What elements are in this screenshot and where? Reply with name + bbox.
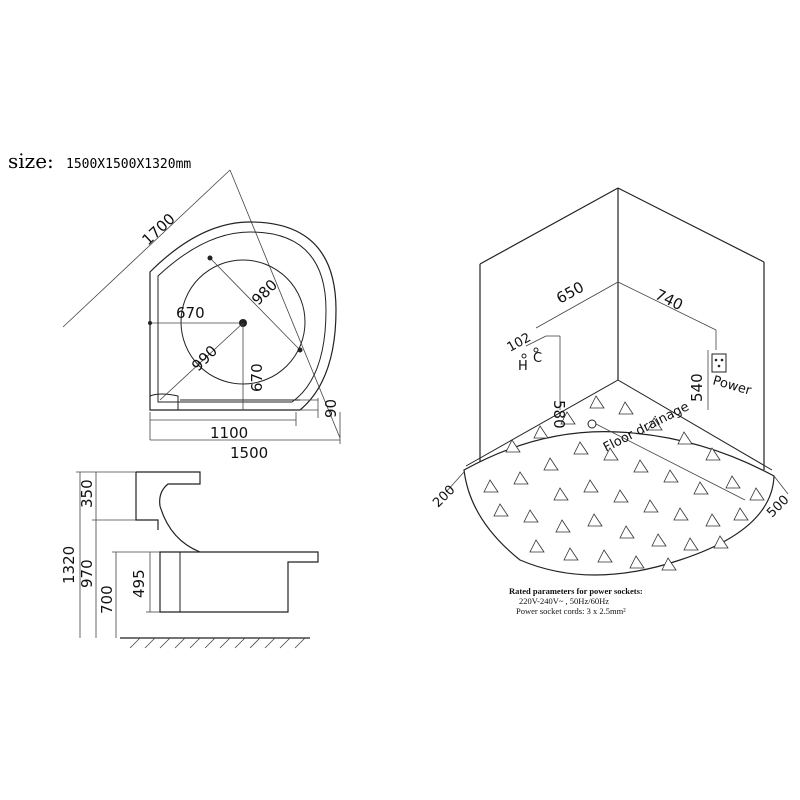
notes-heading: Rated parameters for power sockets: <box>509 586 643 596</box>
dim-540: 540 <box>688 373 706 402</box>
dim-580: 580 <box>550 400 568 429</box>
size-value: 1500X1500X1320mm <box>66 157 191 172</box>
backrest-left <box>135 472 159 530</box>
dim-495: 495 <box>130 569 148 598</box>
drain-line <box>595 423 746 501</box>
dim-650-line <box>535 281 619 329</box>
cold-pipe-icon <box>533 347 539 353</box>
dim-740: 740 <box>652 285 686 314</box>
dim-980-line <box>209 257 301 351</box>
dim-200-line <box>445 471 465 493</box>
hot-pipe-icon <box>521 353 527 359</box>
left-wall-top <box>479 187 619 265</box>
power-label: Power <box>711 373 754 398</box>
dim-1500: 1500 <box>230 444 268 462</box>
plan-view: 1700 980 670 670 990 90 <box>62 169 341 462</box>
notes-cords: Power socket cords: 3 x 2.5mm² <box>516 606 626 616</box>
dim-970: 970 <box>78 559 96 588</box>
side-view: 1320 350 970 700 495 <box>60 471 319 649</box>
floor-tray <box>463 431 775 576</box>
floor-hatch <box>129 637 306 649</box>
dim-90: 90 <box>322 399 340 418</box>
dim-500-line <box>773 475 789 495</box>
notes-voltage: 220V-240V~ , 50Hz/60Hz <box>519 596 609 606</box>
dim-740-line <box>617 281 717 331</box>
diagonal-dim-line <box>62 169 231 328</box>
seat-step <box>149 393 179 410</box>
dim-1700: 1700 <box>138 210 178 249</box>
dim-102: 102 <box>505 330 534 355</box>
floor-left-edge <box>465 379 619 467</box>
dim-102-line <box>525 335 547 347</box>
hot-label: H <box>518 359 528 374</box>
tray-pattern <box>483 395 765 571</box>
floor-drain <box>587 419 597 429</box>
diagonal-dim-line-2 <box>229 169 341 439</box>
cold-label: C <box>533 351 542 366</box>
dim-670-horizontal: 670 <box>176 304 205 322</box>
tub-outline <box>149 221 337 411</box>
size-label: size: <box>8 149 54 173</box>
dim-980: 980 <box>248 276 281 309</box>
dim-670-vertical: 670 <box>248 363 266 392</box>
right-wall-top <box>617 187 765 263</box>
dim-1320: 1320 <box>60 546 78 584</box>
tub-inner-outline <box>157 231 327 403</box>
dim-980-dot-b <box>297 347 303 353</box>
dim-500: 500 <box>764 493 792 521</box>
floor-drainage-label: Floor drainage <box>601 399 692 455</box>
dim-350: 350 <box>78 479 96 508</box>
power-socket-icon <box>711 353 727 373</box>
dim-990-line <box>159 322 244 401</box>
dim-980-dot-a <box>207 255 213 261</box>
dim-650: 650 <box>553 278 587 308</box>
dim-670-h-dot <box>148 321 152 325</box>
floor-right-edge <box>617 379 773 471</box>
tub-body <box>159 551 319 613</box>
dim-200: 200 <box>430 483 458 511</box>
dim-700: 700 <box>98 585 116 614</box>
power-notes: Rated parameters for power sockets: 220V… <box>509 586 643 616</box>
backrest-curve <box>136 471 201 553</box>
room-view: Floor drainage 650 740 102 H C 580 540 P… <box>430 187 792 576</box>
dim-1100: 1100 <box>210 424 248 442</box>
